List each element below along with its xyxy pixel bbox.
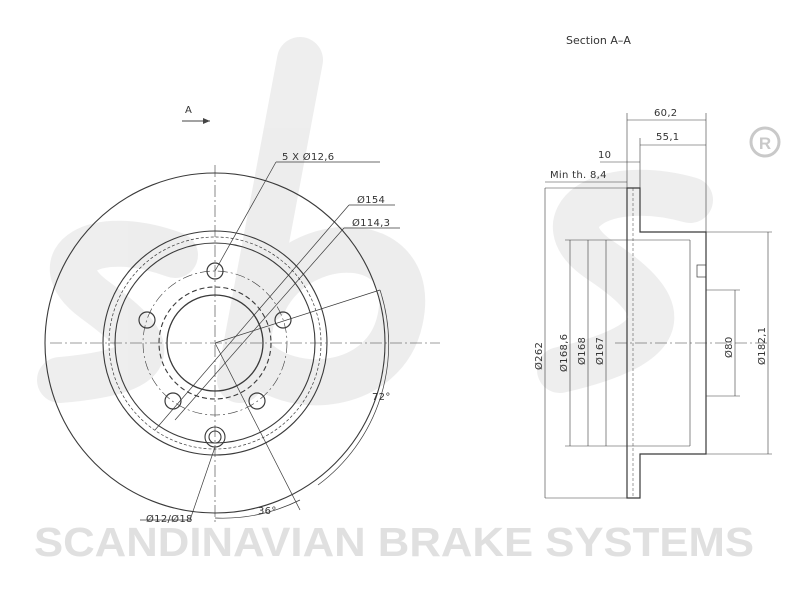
diameter-154-label: Ø154 <box>357 194 385 206</box>
sbs-watermark-logo <box>37 37 713 406</box>
width-60-label: 60,2 <box>654 108 677 119</box>
section-title: Section A–A <box>566 34 631 47</box>
width-55-label: 55,1 <box>656 132 679 143</box>
bolt-holes-label: 5 X Ø12,6 <box>282 151 334 163</box>
svg-text:R: R <box>759 134 771 153</box>
angle-36-label: 36° <box>258 506 277 517</box>
svg-text:A: A <box>185 105 192 116</box>
disc-section-view <box>544 113 772 499</box>
registered-mark-icon: R <box>749 126 781 158</box>
diameter-262-label: Ø262 <box>533 342 545 370</box>
diameter-114-label: Ø114,3 <box>352 217 390 229</box>
disc-front-view <box>44 161 440 525</box>
section-marker: A <box>182 105 210 124</box>
diameter-167-label: Ø167 <box>594 337 606 365</box>
company-tagline: SCANDINAVIAN BRAKE SYSTEMS <box>34 519 754 565</box>
min-thickness-label: Min th. 8,4 <box>550 170 607 181</box>
pin-hole-label: Ø12/Ø18 <box>146 513 193 525</box>
width-10-label: 10 <box>598 150 611 161</box>
angle-72-label: 72° <box>372 392 391 403</box>
diameter-168-label: Ø168 <box>576 337 588 365</box>
diameter-182-label: Ø182,1 <box>756 327 768 365</box>
diameter-168-6-label: Ø168,6 <box>558 334 570 372</box>
diameter-80-label: Ø80 <box>723 337 735 359</box>
